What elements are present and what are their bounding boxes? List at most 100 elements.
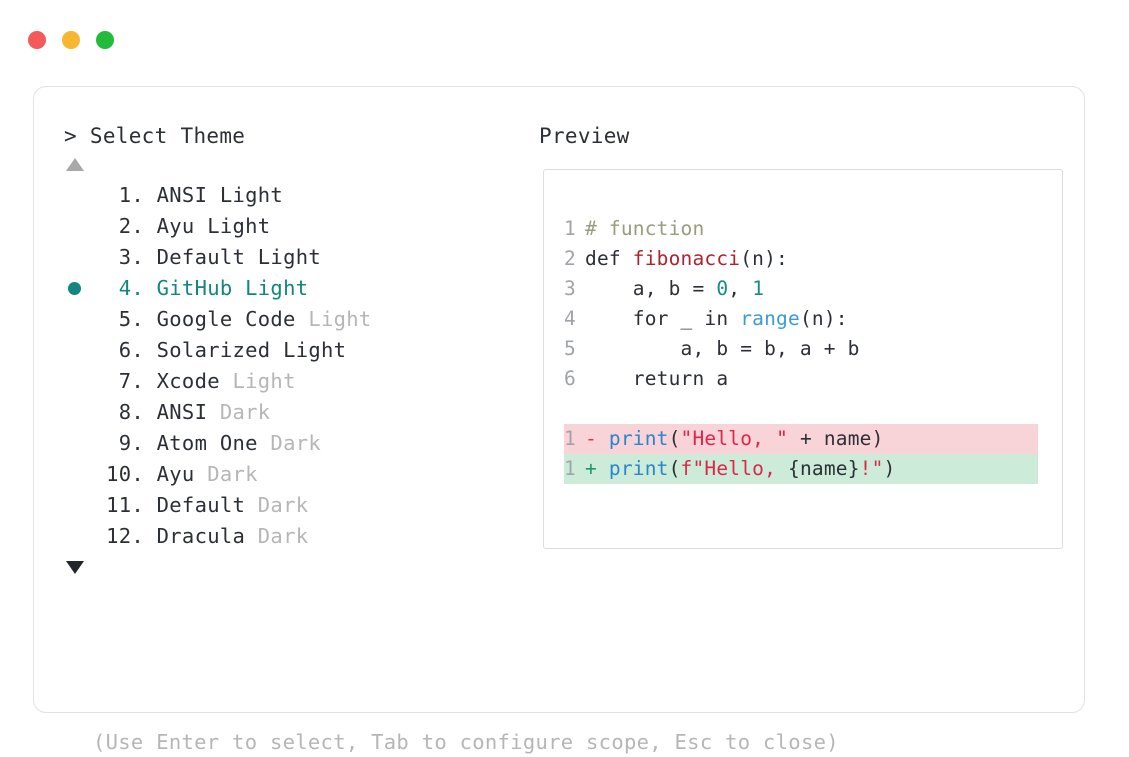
- theme-list-item[interactable]: 11. Default Dark: [64, 490, 539, 521]
- code-token: fibonacci: [632, 247, 741, 270]
- theme-item-variant: Dark: [257, 524, 309, 548]
- code-token: (n):: [740, 247, 788, 270]
- theme-list-item[interactable]: 5. Google Code Light: [64, 304, 539, 335]
- close-window-button[interactable]: [28, 31, 46, 49]
- selected-bullet-icon: [68, 282, 81, 295]
- code-line-number: 6: [564, 367, 576, 390]
- code-token: + name): [788, 427, 884, 450]
- code-token: (n):: [799, 307, 848, 330]
- code-line: 5 a, b = b, a + b: [564, 334, 1062, 364]
- theme-item-variant: Dark: [270, 431, 321, 455]
- selection-indicator-cell: [64, 428, 98, 459]
- code-line: 6 return a: [564, 364, 1062, 394]
- code-line-number: 2: [564, 247, 576, 270]
- theme-item-name: GitHub: [144, 276, 246, 300]
- page-title: [77, 124, 90, 148]
- code-line-number: 1: [564, 427, 576, 450]
- diff-marker: -: [585, 427, 609, 450]
- code-token: (: [668, 457, 681, 480]
- theme-item-variant: Light: [219, 183, 284, 207]
- code-token: def: [585, 247, 633, 270]
- theme-item-variant: Light: [257, 245, 321, 269]
- window-traffic-lights: [28, 31, 114, 49]
- maximize-window-button[interactable]: [96, 31, 114, 49]
- code-token: "Hello, ": [680, 427, 789, 450]
- theme-list-item[interactable]: 7. Xcode Light: [64, 366, 539, 397]
- theme-list-item[interactable]: 2. Ayu Light: [64, 211, 539, 242]
- theme-item-variant: Light: [232, 369, 296, 393]
- theme-list-item[interactable]: 12. Dracula Dark: [64, 521, 539, 552]
- theme-item-variant: Dark: [219, 400, 271, 424]
- code-token: 0: [716, 277, 729, 300]
- theme-item-index: 5.: [118, 307, 144, 331]
- scroll-up-arrow-icon[interactable]: [66, 158, 84, 171]
- theme-list-item[interactable]: 4. GitHub Light: [64, 273, 539, 304]
- theme-item-variant: Dark: [257, 493, 309, 517]
- theme-item-index: 8.: [118, 400, 144, 424]
- code-token: for _ in: [585, 307, 741, 330]
- minimize-window-button[interactable]: [62, 31, 80, 49]
- selection-indicator-cell: [64, 180, 98, 211]
- theme-list-item[interactable]: 6. Solarized Light: [64, 335, 539, 366]
- selection-indicator-cell: [64, 273, 98, 304]
- code-token: # function: [585, 217, 705, 240]
- theme-item-index: 10.: [106, 462, 144, 486]
- theme-item-name: Google Code: [144, 307, 309, 331]
- selection-indicator-cell: [64, 397, 98, 428]
- prompt-caret-icon: >: [64, 124, 77, 148]
- diff-added-line: 1+ print(f"Hello, {name}!"): [564, 454, 1038, 484]
- theme-list-item[interactable]: 10. Ayu Dark: [64, 459, 539, 490]
- code-spacer: [564, 394, 1062, 424]
- code-token: !": [859, 457, 884, 480]
- theme-list-item[interactable]: 3. Default Light: [64, 242, 539, 273]
- code-line: 3 a, b = 0, 1: [564, 274, 1062, 304]
- code-token: ,: [728, 277, 753, 300]
- theme-item-name: Solarized: [144, 338, 284, 362]
- selection-indicator-cell: [64, 521, 98, 552]
- theme-item-index: 7.: [118, 369, 144, 393]
- code-token: a, b =: [585, 277, 717, 300]
- theme-item-name: Dracula: [144, 524, 258, 548]
- theme-item-name: Xcode: [144, 369, 233, 393]
- diff-removed-line: 1- print("Hello, " + name): [564, 424, 1038, 454]
- theme-item-variant: Light: [283, 338, 347, 362]
- code-token: f"Hello,: [680, 457, 789, 480]
- code-token: print: [608, 457, 669, 480]
- prompt-title: Select Theme: [89, 124, 246, 148]
- keyboard-hint: (Use Enter to select, Tab to configure s…: [93, 730, 839, 754]
- theme-item-index: 11.: [106, 493, 144, 517]
- diff-marker: +: [585, 457, 609, 480]
- code-token: 1: [752, 277, 765, 300]
- code-token: a, b = b, a + b: [585, 337, 860, 360]
- theme-item-name: ANSI: [144, 183, 220, 207]
- scroll-down-arrow-icon[interactable]: [66, 561, 84, 574]
- theme-item-variant: Dark: [207, 462, 258, 486]
- theme-item-name: Default: [144, 493, 258, 517]
- theme-list-item[interactable]: 1. ANSI Light: [64, 180, 539, 211]
- theme-item-index: 3.: [118, 245, 144, 269]
- theme-item-index: 12.: [106, 524, 144, 548]
- code-token: (: [668, 427, 681, 450]
- theme-item-index: 9.: [118, 431, 144, 455]
- theme-list-item[interactable]: 9. Atom One Dark: [64, 428, 539, 459]
- theme-item-name: Default: [144, 245, 258, 269]
- code-token: range: [740, 307, 800, 330]
- theme-item-name: ANSI: [144, 400, 220, 424]
- code-line-number: 4: [564, 307, 576, 330]
- theme-list-item[interactable]: 8. ANSI Dark: [64, 397, 539, 428]
- code-line-number: 3: [564, 277, 576, 300]
- code-token: return a: [585, 367, 729, 390]
- selection-indicator-cell: [64, 304, 98, 335]
- code-line-number: 1: [564, 457, 576, 480]
- theme-item-index: 1.: [118, 183, 144, 207]
- selection-indicator-cell: [64, 242, 98, 273]
- selection-indicator-cell: [64, 366, 98, 397]
- code-line: 2 def fibonacci(n):: [564, 244, 1062, 274]
- prompt-header: > Select Theme: [64, 123, 539, 149]
